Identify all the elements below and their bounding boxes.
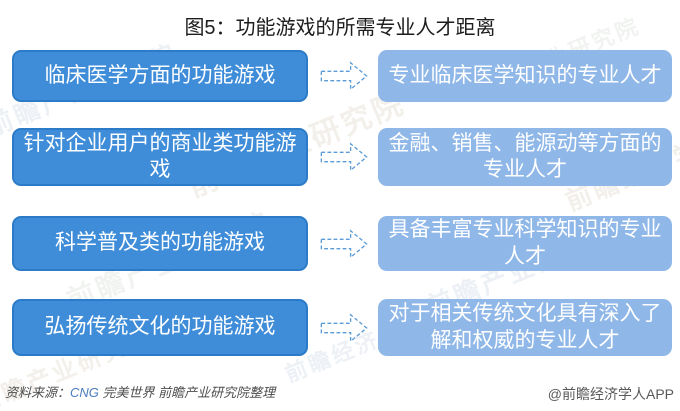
brand-credit: @前瞻经济学人APP bbox=[547, 386, 674, 402]
arrow-right-icon bbox=[318, 50, 370, 102]
source-org: CNG bbox=[70, 385, 99, 400]
talent-box-4: 对于相关传统文化具有深入了解和权威的专业人才 bbox=[378, 299, 672, 356]
talent-box-2: 金融、销售、能源动等方面的专业人才 bbox=[378, 128, 672, 186]
source-prefix: 资料来源： bbox=[5, 385, 71, 400]
game-type-box-1: 临床医学方面的功能游戏 bbox=[12, 50, 308, 102]
figure-title: 图5：功能游戏的所需专业人才距离 bbox=[184, 17, 496, 39]
source-note: 资料来源：CNG 完美世界 前瞻产业研究院整理 bbox=[5, 382, 275, 401]
talent-box-1: 专业临床医学知识的专业人才 bbox=[378, 50, 672, 102]
diagram-row-1: 临床医学方面的功能游戏 专业临床医学知识的专业人才 bbox=[0, 50, 680, 102]
diagram-row-4: 弘扬传统文化的功能游戏 对于相关传统文化具有深入了解和权威的专业人才 bbox=[0, 299, 680, 356]
game-type-box-2: 针对企业用户的商业类功能游戏 bbox=[12, 128, 308, 186]
game-type-box-3: 科学普及类的功能游戏 bbox=[12, 216, 308, 271]
source-suffix: 完美世界 前瞻产业研究院整理 bbox=[98, 385, 276, 400]
game-type-box-4: 弘扬传统文化的功能游戏 bbox=[12, 299, 308, 356]
diagram-row-3: 科学普及类的功能游戏 具备丰富专业科学知识的专业人才 bbox=[0, 216, 680, 271]
talent-box-3: 具备丰富专业科学知识的专业人才 bbox=[378, 216, 672, 271]
arrow-right-icon bbox=[318, 216, 370, 271]
arrow-right-icon bbox=[318, 299, 370, 356]
diagram-row-2: 针对企业用户的商业类功能游戏 金融、销售、能源动等方面的专业人才 bbox=[0, 128, 680, 186]
arrow-right-icon bbox=[318, 128, 370, 186]
